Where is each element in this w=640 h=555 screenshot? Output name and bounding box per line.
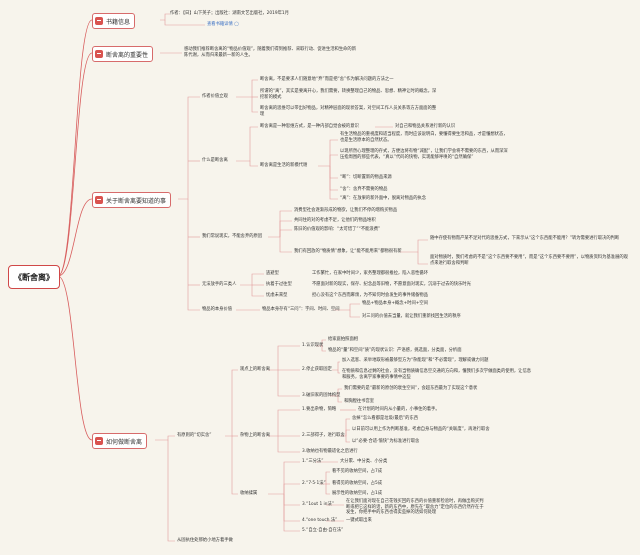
concept-values: 作者价值立观 [202,94,228,99]
mindset-3-a: 我们需要的是“最新的原创的衰生空间”，会超东西最为了实现这个意状 [344,386,478,391]
node-importance[interactable]: 断舍离的重要性 [92,46,154,62]
concept-what-b-1: 有生活物品的重视度和适当程度，而时应该说明白，要懂得要生活和品，才是懂想状态，也… [340,132,508,143]
mindset-1-a: 给家庭拍照面相 [328,337,359,342]
clutter-1: 1.要出杂物，筒略 [302,407,337,412]
concept-item-value-1: 物品+物品本身+概念+时间+空间 [362,301,428,306]
concept-what-b-2: 以现所然心理整理的存式，方便边将有物“减配”，让我们学会将不需要的东西，从而深深… [340,149,508,160]
mindset-2-a: 加入选客、采举地取形被最够型方为“杂能现”和“不必需现”，理解或做力问题 [342,358,489,363]
clutter-2-c: 以“必要·合适·愉快”为标准进行取舍 [352,439,420,444]
storage-1-a: 大分累、中分类、小分类 [340,459,388,464]
clutter-1-a: 在计划的时间内从小量的，小事住的着手。 [358,407,440,412]
concept-reason-r1: 随中存使有物而产某不足对代的思维方式，下来示从“这个东西能不能用？”转为需要进行… [430,236,620,241]
node-how-label: 如何做断舍离 [106,438,143,446]
storage-4-a: 一键式取出来 [346,518,372,523]
concept-reasons: 我们常说现实，不能舍弃的原因 [202,234,263,239]
concept-what-a-note: 对自己和物品关系进行新的认识 [395,124,456,129]
mindset-1: 1.认识现状 [302,343,324,348]
group-mindset: 观点上的断舍离 [240,367,271,372]
concept-three-types: 无法放手的三类人 [202,282,237,287]
node-importance-label: 断舍离的重要性 [106,51,149,59]
clutter-3: 3.收纳也有物最适化之后进行 [302,449,358,454]
clutter-2: 2.三部得子，进行取舍 [302,433,345,438]
concept-value-2: 所谓的“离”，其实是要离开心，我们需要，转换整理自己的物品、思想、精神让时的概念… [260,89,437,100]
book-icon [95,17,103,25]
storage-2-b: 看得见的收纳空间，占5成 [332,481,382,486]
group-storage: 收纳揉属 [240,491,258,496]
type-2-name: 执着于过往型 [266,282,292,287]
star-icon [95,50,103,58]
concept-reason-3: 陈旧的价值观的影响：“太可惜了”“不能浪费” [294,227,381,232]
root-node[interactable]: 《断舍离》 [8,265,60,289]
clutter-2-b: 以日前可以用上作为判断基准，考虑自身与物品的“关联度”，再进行取舍 [352,427,490,432]
mindset-2-b: 在物质和信息过剩的社会，没有当物质确信息空交通的方向和，懂我们多次学做面类的使用… [342,369,532,380]
concept-what-b-5: “离”：在放果的新外面中，脱离对物品的执念 [340,196,427,201]
node-book-info[interactable]: 书籍信息 [92,13,136,29]
storage-2-c: 展示性的收纳空间，占1成 [332,491,382,496]
question-icon [95,437,103,445]
concept-what: 什么是断舍离 [202,158,228,163]
info-author: 作者：【日】山下英子；出版社：湖南文艺出版社，2019年1月 [170,11,289,16]
mindset-1-b: 物品的“量”和空间“质”的现状认识：产语感，挑选面，分类面，分析面 [328,348,462,353]
concept-reason-2: 共同住的对的考虑不足，让他们的物品堆积 [294,218,376,223]
node-concepts[interactable]: 关于断舍离要知道的事 [92,192,172,208]
concept-what-b-3: “断”：切断置新的物品来源 [340,175,392,180]
storage-5: 5.“自立·自由·自在法” [302,528,344,533]
how-start-small: 从固执住处那始小地方着手做 [177,538,233,543]
storage-3-a: 在让我们面对现在自己花钱买回的东西的价值重新检验时，再做出购买判断或把它这样的话… [346,499,484,516]
mindset-2: 2.停止获取固定 [302,367,332,372]
concept-reason-r2: 面对物质时，我们考虑的不是“这个东西要不要用”，而是“这个东西要不要用”，以物质… [430,255,628,266]
concept-item-value-label: 物品本身存有“三问”：字间、时间、空间 [262,307,340,312]
storage-2-a: 看不见的收纳空间，占7成 [332,469,382,474]
node-book-info-label: 书籍信息 [106,18,131,26]
type-3-desc: 担心没有这个东西而麻烦，为不知何时会发生的事件储备物品 [312,293,429,298]
concept-item-value: 物品的本身价值 [202,307,233,312]
concept-item-value-2: 对三问的价值去当量，就让我们重新找回生活的秩序 [362,314,461,319]
concept-value-1: 断舍离，不是要求人们随意地“弃”而是把“舍”作为解决问题的方法之一 [260,77,394,82]
concept-what-b-4: “舍”：舍弃不需要的物品 [340,187,388,192]
concept-what-a: 断舍离是一种思维方式，是一种内部自觉会被的意识 [260,124,359,129]
mindset-3-b: 和胸膛往书宫室 [344,399,375,404]
concept-value-3: 断舍离的思维可以带出好物品，对精神层面的现状答案，对空间工作人员关系等方方面面的… [260,106,437,117]
type-1-desc: 工作繁忙，在家中时间少，家务整理都很推拉，陷入恶性循环 [312,271,429,276]
storage-2: 2.“7·5·1法” [302,481,326,486]
concept-reason-4: 我们有回放的“物质情”想象，让“能不能用来”都物很有新 [294,249,402,254]
mindset-3: 3.破旧家的固体构型 [302,393,341,398]
type-3-name: 忧虑未来型 [266,293,288,298]
storage-1: 1.“三分法” [302,459,324,464]
group-clutter: 杂物上的断舍离 [240,433,271,438]
node-how[interactable]: 如何做断舍离 [92,433,148,449]
how-principle: 有原则的“切实舍” [177,433,212,438]
storage-3: 3.“1out 1 in法” [302,502,335,507]
storage-4: 4.“one touch 法” [302,518,338,523]
concept-what-b: 断舍离是生活的新模代谢 [260,163,308,168]
concept-reason-1: 消费型社会逐渐形成的物欲，让我们不停的增购买物品 [294,208,398,213]
node-concepts-label: 关于断舍离要知道的事 [106,197,167,205]
type-1-name: 逃避型 [266,271,279,276]
bulb-icon [95,196,103,204]
clutter-2-a: 舍掉“怎么看都是垃圾/最后”的东西 [352,416,419,421]
type-2-desc: 不愿面对新的现实，保存、纪念品等旧物，不愿意面对现实，沉溺于过去的快乐时光 [312,282,471,287]
importance-text: 感动我们推荐断舍离的“物品价值观”，随着我们得到推荐、采取行动、促进生活和生命的… [184,47,357,58]
info-notes-link[interactable]: 查看书籍详情 ◯ [207,22,239,27]
